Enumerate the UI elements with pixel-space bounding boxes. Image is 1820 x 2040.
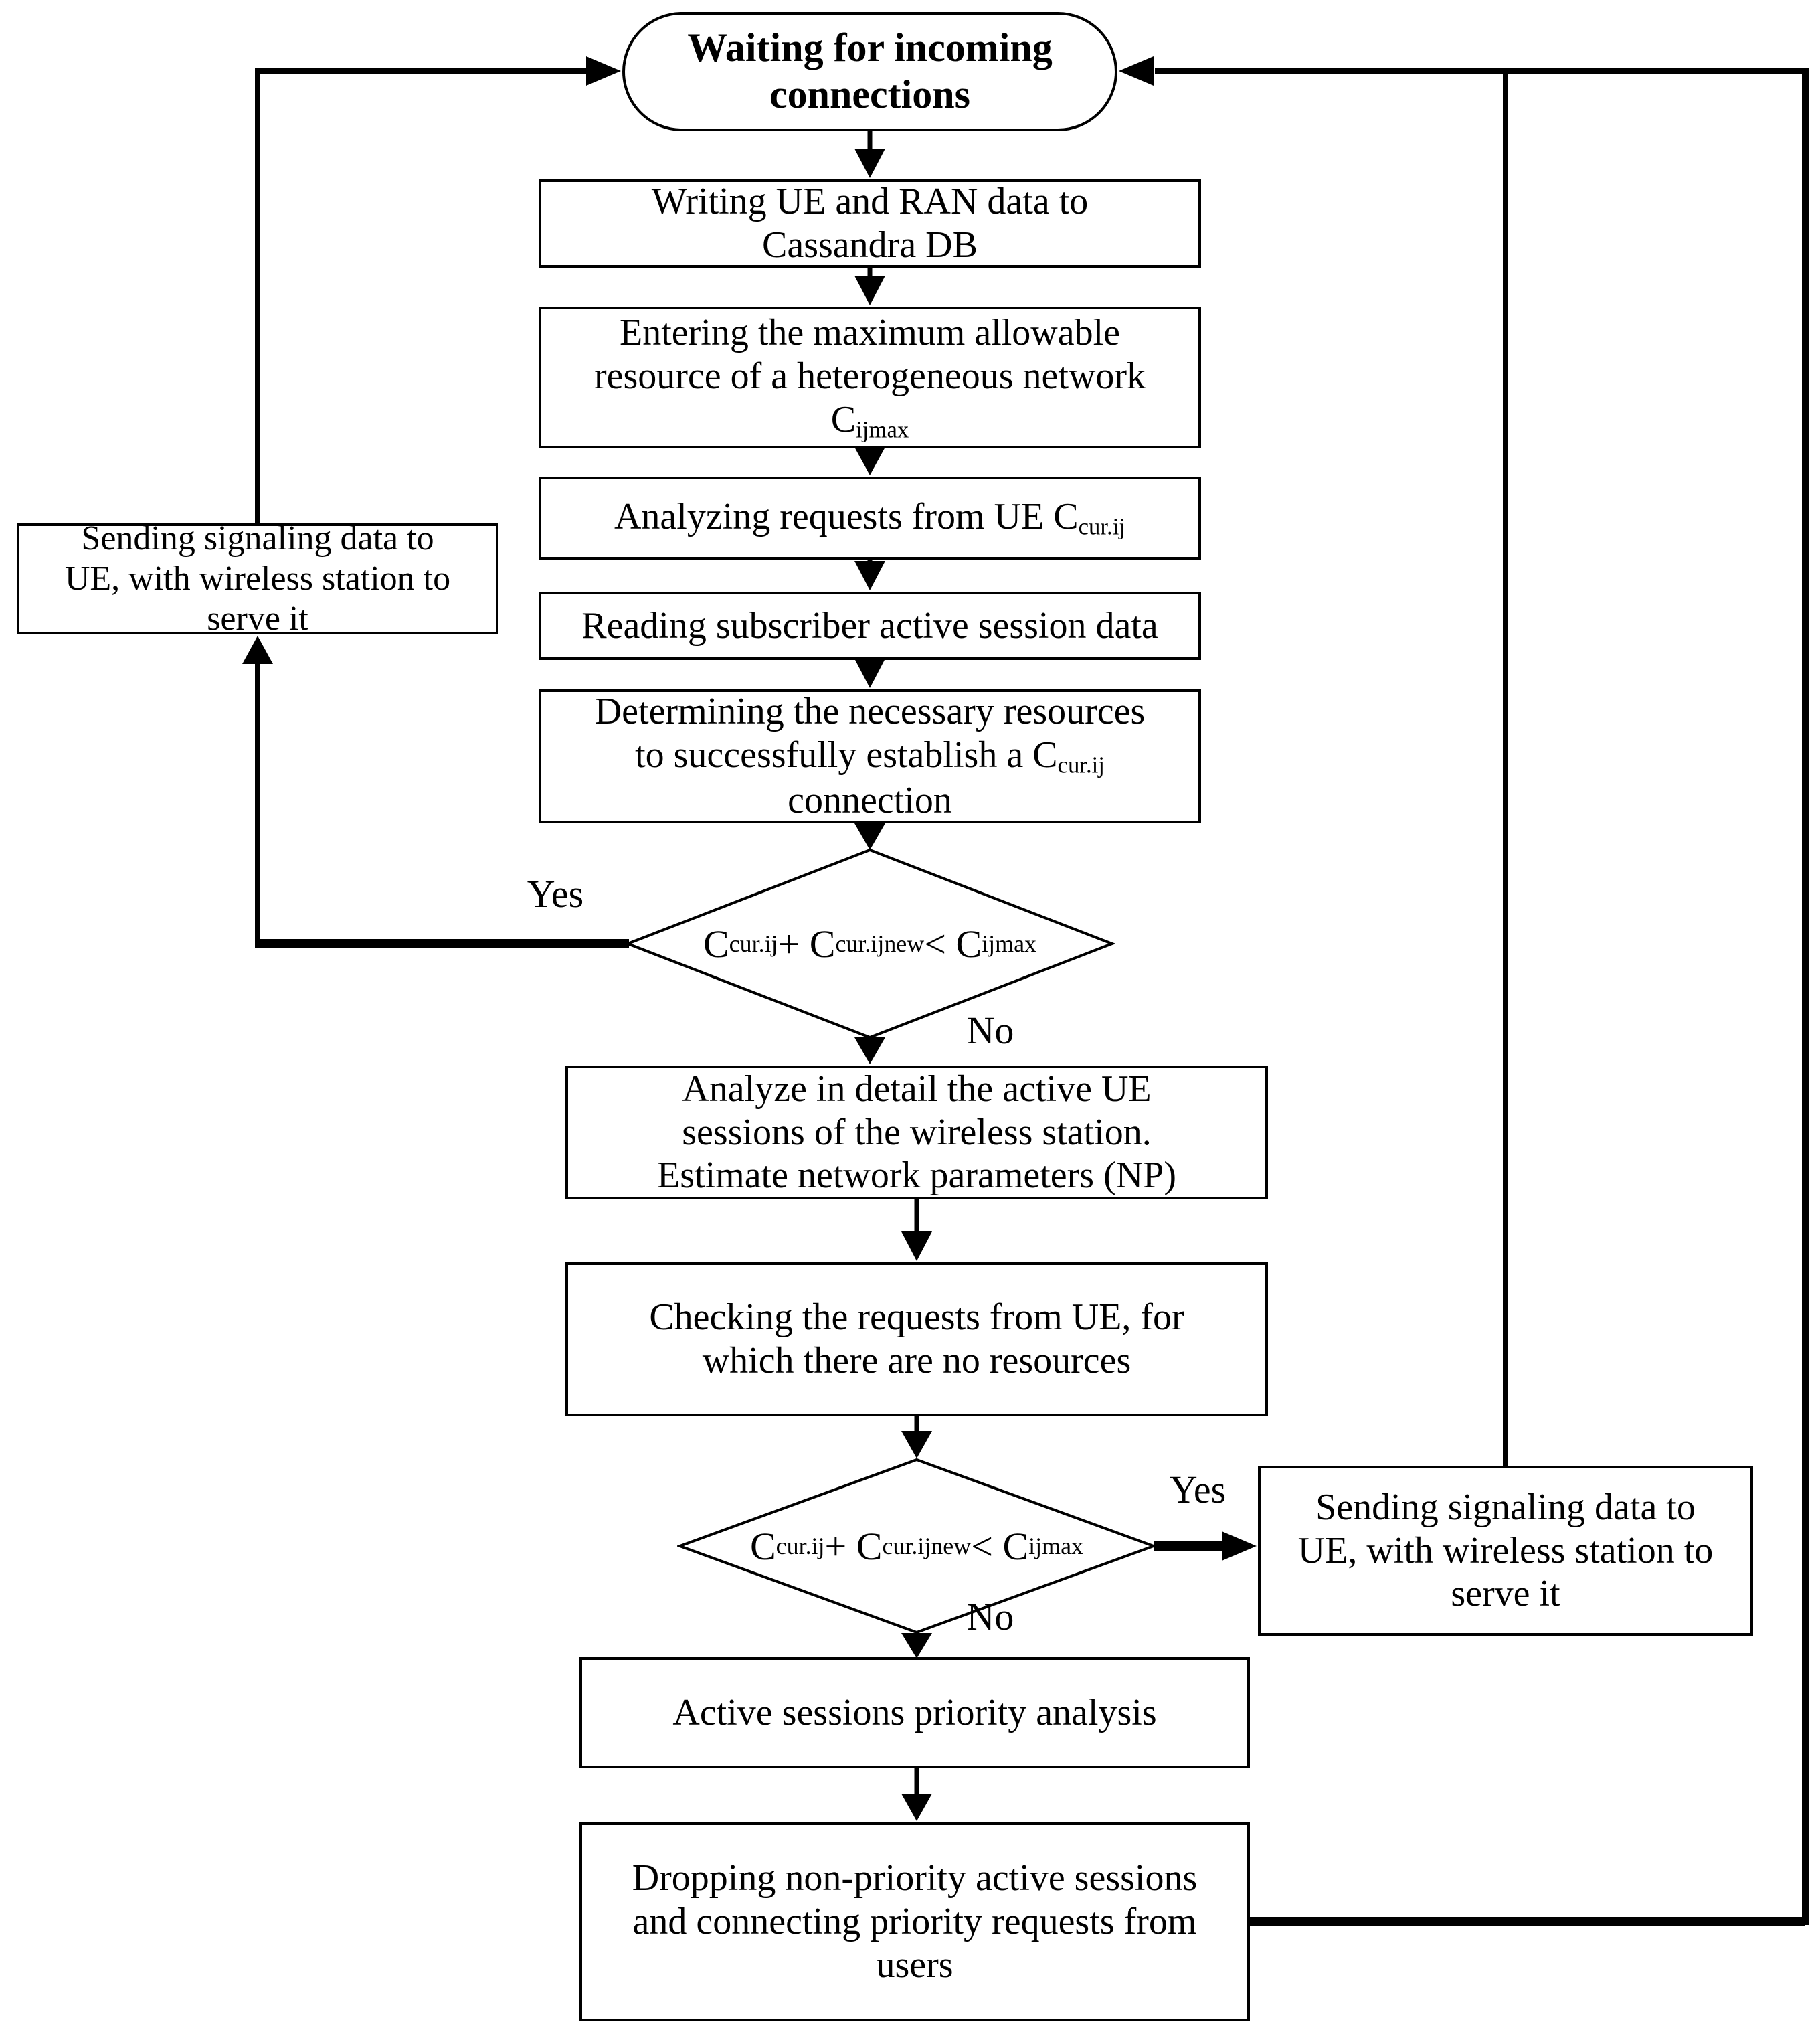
arrow-entering-to-analyzing xyxy=(854,447,885,475)
decision2-shape xyxy=(677,1458,1156,1634)
node-reading-sessions: Reading subscriber active session data xyxy=(539,592,1201,660)
label-yes-1: Yes xyxy=(527,872,584,916)
label-yes-2: Yes xyxy=(1169,1468,1226,1511)
node-reading-label: Reading subscriber active session data xyxy=(581,604,1158,647)
arrow-decision1-no xyxy=(854,1037,885,1064)
label-no-2: No xyxy=(966,1595,1014,1638)
label-no-1: No xyxy=(966,1009,1014,1052)
node-priority-label: Active sessions priority analysis xyxy=(672,1691,1157,1733)
arrow-decision2-no xyxy=(901,1633,932,1659)
node-analyzing-label: Analyzing requests from UE Ccur.ij xyxy=(614,496,1126,540)
arrow-determining-to-decision1 xyxy=(854,823,885,850)
decision1-shape xyxy=(625,848,1115,1039)
node-analyzing-requests: Analyzing requests from UE Ccur.ij xyxy=(539,477,1201,560)
arrow-reading-to-determining xyxy=(854,659,885,688)
node-priority-analysis: Active sessions priority analysis xyxy=(579,1657,1250,1768)
